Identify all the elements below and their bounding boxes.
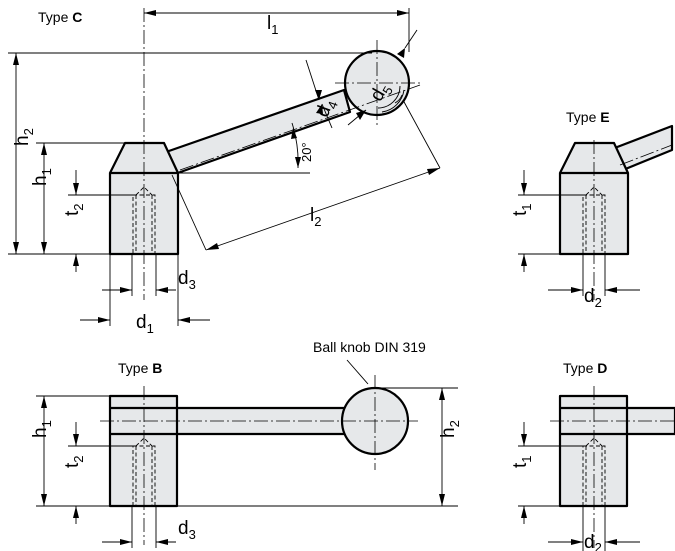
ball-knob	[343, 49, 411, 117]
svg-text:d1: d1	[136, 312, 154, 336]
hub-body-type-b	[108, 394, 179, 508]
svg-text:t2: t2	[62, 455, 86, 468]
svg-text:20°: 20°	[299, 142, 314, 162]
ball-knob-callout: Ball knob DIN 319	[313, 339, 426, 355]
lever-arm-inclined	[164, 88, 352, 177]
svg-text:l1: l1	[267, 13, 278, 37]
svg-text:d2: d2	[584, 286, 602, 310]
svg-text:d3: d3	[178, 518, 196, 542]
title-type-b: Type B	[118, 360, 162, 376]
view-type-c: Type C l1 l2	[8, 8, 441, 336]
title-type-d: Type D	[563, 360, 607, 376]
hub-body-type-d	[558, 394, 629, 508]
svg-text:t1: t1	[510, 203, 534, 216]
svg-text:t1: t1	[510, 455, 534, 468]
svg-text:t2: t2	[62, 203, 86, 216]
title-type-e: Type E	[566, 109, 610, 125]
svg-text:h1: h1	[30, 168, 54, 186]
svg-text:d4: d4	[312, 96, 341, 121]
view-type-d: Type D t1 d2	[510, 360, 675, 551]
svg-text:d3: d3	[178, 268, 196, 292]
svg-text:h1: h1	[30, 420, 54, 438]
svg-text:l2: l2	[310, 205, 321, 229]
view-type-e: Type E t1 d2	[510, 109, 674, 310]
svg-text:d2: d2	[584, 532, 602, 551]
view-type-b: Type B Ball knob DIN 319 h2 h1	[30, 339, 462, 548]
svg-text:h2: h2	[438, 420, 462, 438]
title-type-c: Type C	[38, 9, 82, 25]
svg-text:h2: h2	[12, 128, 36, 146]
